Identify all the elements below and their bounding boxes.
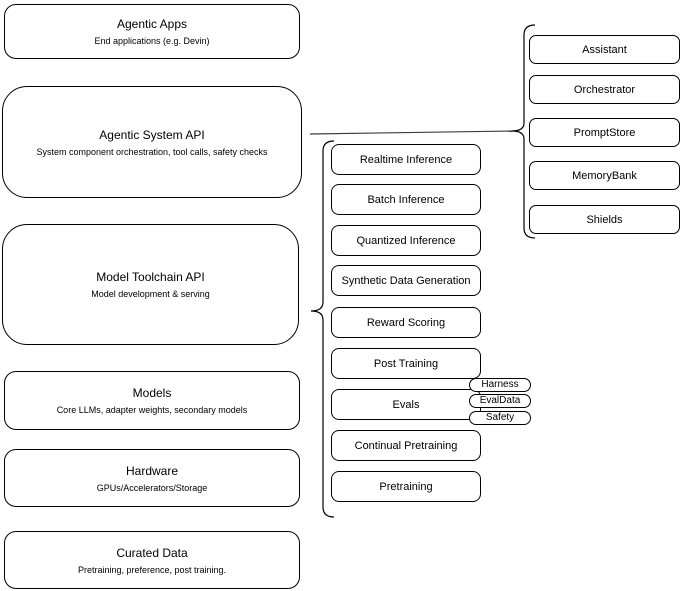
box-title: Agentic Apps: [116, 17, 188, 31]
toolchain-item-continual-pretraining: Continual Pretraining: [331, 430, 481, 461]
box-subtitle: GPUs/Accelerators/Storage: [96, 482, 208, 493]
box-subtitle: System component orchestration, tool cal…: [36, 146, 268, 157]
components-brace-icon: [511, 24, 536, 239]
toolchain-item-post-training: Post Training: [331, 348, 481, 379]
box-hardware: Hardware GPUs/Accelerators/Storage: [4, 449, 300, 507]
eval-tag-evaldata: EvalData: [469, 394, 531, 408]
component-assistant: Assistant: [529, 35, 680, 64]
toolchain-brace-icon: [310, 140, 335, 518]
system-api-connector-line: [309, 130, 513, 135]
component-orchestrator: Orchestrator: [529, 75, 680, 104]
component-memorybank: MemoryBank: [529, 161, 680, 190]
box-agentic-system-api: Agentic System API System component orch…: [2, 86, 302, 198]
box-title: Models: [132, 386, 172, 400]
component-promptstore: PromptStore: [529, 118, 680, 147]
component-shields: Shields: [529, 205, 680, 234]
eval-tag-harness: Harness: [469, 378, 531, 392]
box-title: Agentic System API: [99, 127, 205, 142]
toolchain-item-realtime-inference: Realtime Inference: [331, 144, 481, 175]
toolchain-item-reward-scoring: Reward Scoring: [331, 307, 481, 338]
box-subtitle: Pretraining, preference, post training.: [77, 564, 227, 575]
toolchain-item-evals: Evals: [331, 389, 481, 420]
toolchain-item-quantized-inference: Quantized Inference: [331, 225, 481, 256]
box-models: Models Core LLMs, adapter weights, secon…: [4, 371, 300, 430]
box-curated-data: Curated Data Pretraining, preference, po…: [4, 531, 300, 589]
box-title: Hardware: [125, 463, 179, 478]
box-model-toolchain-api: Model Toolchain API Model development & …: [2, 224, 299, 345]
box-subtitle: Core LLMs, adapter weights, secondary mo…: [56, 405, 248, 415]
toolchain-item-batch-inference: Batch Inference: [331, 184, 481, 215]
box-subtitle: Model development & serving: [91, 289, 210, 299]
box-title: Curated Data: [116, 545, 188, 560]
box-agentic-apps: Agentic Apps End applications (e.g. Devi…: [4, 4, 300, 59]
toolchain-item-pretraining: Pretraining: [331, 471, 481, 502]
box-subtitle: End applications (e.g. Devin): [94, 36, 210, 46]
toolchain-item-synthetic-data-generation: Synthetic Data Generation: [331, 265, 481, 296]
eval-tag-safety: Safety: [469, 411, 531, 425]
box-title: Model Toolchain API: [96, 270, 205, 284]
